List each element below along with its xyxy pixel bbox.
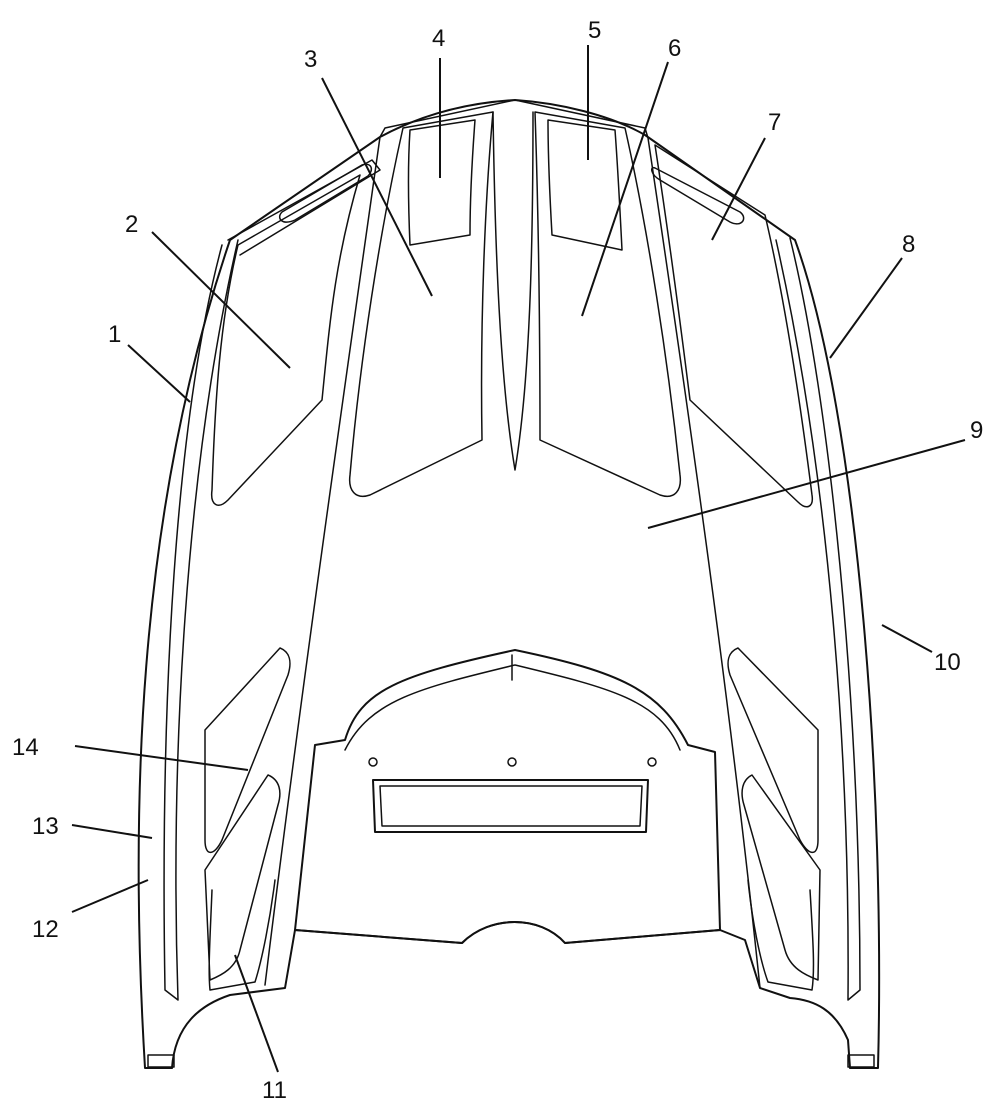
callout-labels: 1 2 3 4 5 6 7 8 9 10 11 12 13 14 — [12, 17, 983, 1104]
right-louver-upper — [727, 647, 819, 854]
callout-11: 11 — [262, 1077, 287, 1104]
left-louver-lower — [204, 774, 281, 981]
callout-5: 5 — [588, 17, 601, 44]
leader-11 — [234, 954, 279, 1073]
leader-lines — [71, 45, 966, 1073]
leader-9 — [647, 439, 966, 529]
leader-2 — [151, 231, 291, 369]
leader-10 — [881, 624, 933, 653]
callout-3: 3 — [304, 46, 317, 73]
leader-6 — [581, 61, 669, 317]
leader-12 — [71, 879, 149, 913]
window-6 — [534, 111, 682, 497]
callout-6: 6 — [668, 35, 681, 62]
right-louver-lower — [741, 774, 821, 981]
left-side-panel-edge — [163, 239, 239, 1001]
leader-13 — [71, 824, 153, 839]
center-panel-outline — [264, 99, 761, 989]
callout-1: 1 — [108, 321, 121, 348]
dash-recess-outer — [294, 649, 721, 944]
screw-hole-center — [507, 757, 517, 767]
right-side-panel-edge — [775, 237, 861, 1001]
window-3 — [348, 111, 494, 497]
window-5 — [547, 119, 623, 251]
callout-9: 9 — [970, 417, 983, 444]
left-louver-upper — [204, 647, 291, 854]
left-top-vent — [278, 163, 373, 223]
callout-13: 13 — [32, 813, 59, 840]
leader-8 — [829, 257, 903, 359]
callout-14: 14 — [12, 734, 39, 761]
window-2 — [210, 174, 361, 506]
left-louver-bottom — [208, 879, 276, 991]
leader-7 — [711, 137, 766, 241]
screw-hole-right — [647, 757, 657, 767]
right-louver-bottom — [747, 879, 815, 991]
leader-1 — [127, 344, 191, 403]
right-foot — [847, 1054, 875, 1068]
callout-12: 12 — [32, 916, 59, 943]
callout-7: 7 — [768, 109, 781, 136]
instrument-opening-inner — [379, 785, 643, 827]
leader-14 — [74, 745, 249, 771]
screw-hole-left — [368, 757, 378, 767]
callout-2: 2 — [125, 211, 138, 238]
center-ridge — [492, 111, 534, 471]
callout-10: 10 — [934, 649, 961, 676]
callout-4: 4 — [432, 25, 445, 52]
window-4 — [407, 119, 476, 246]
instrument-opening — [372, 779, 649, 833]
dash-recess-ridge — [344, 664, 681, 751]
leader-3 — [321, 77, 433, 297]
left-foot — [147, 1054, 175, 1068]
window-7 — [654, 144, 814, 508]
callout-8: 8 — [902, 231, 915, 258]
